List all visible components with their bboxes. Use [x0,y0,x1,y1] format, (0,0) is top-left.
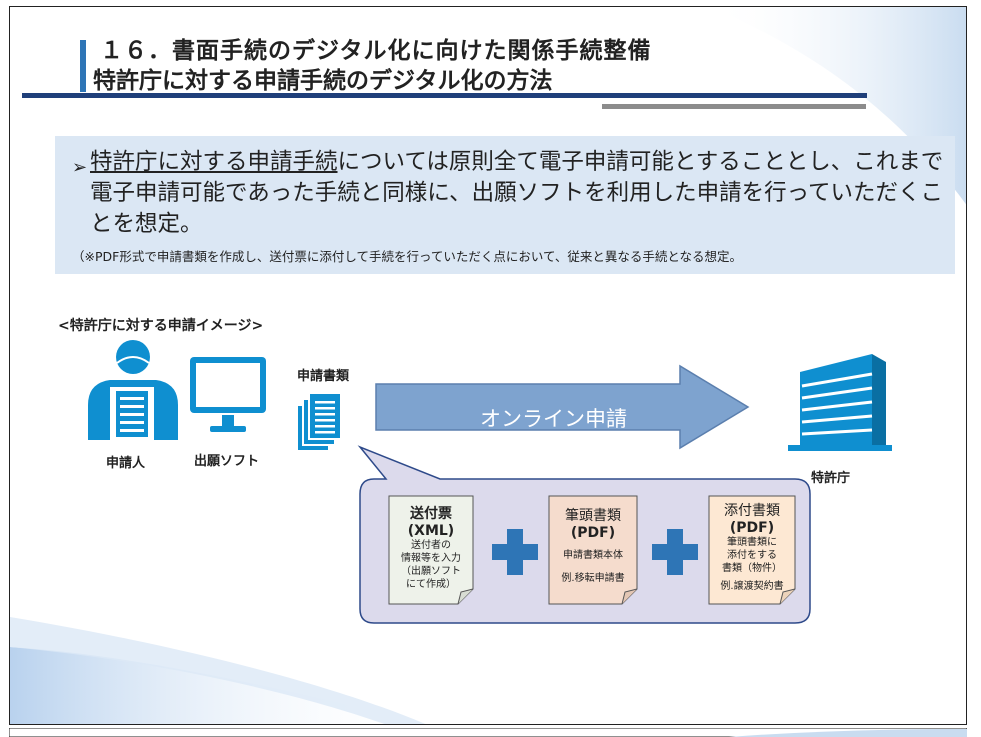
background-swoosh-decoration [10,7,966,724]
doc1-title: 送付票 [410,506,452,522]
documents-label: 申請書類 [297,369,350,384]
online-application-label: オンライン申請 [480,407,627,431]
documents-icon [296,392,342,452]
doc1-line: 情報等を入力 [401,553,461,564]
page-subtitle: 特許庁に対する申請手続のデジタル化の方法 [93,68,553,94]
patent-office-building-icon [788,354,892,451]
software-label: 出願ソフト [194,454,260,469]
doc1-card: 送付票 (XML) 送付者の 情報等を入力 （出願ソフト にて作成） [388,503,474,591]
doc3-line: 書類（物件） [722,563,782,574]
doc3-line: 筆頭書類に [727,537,777,548]
summary-box [55,136,955,274]
doc3-line: 添付をする [727,550,777,561]
applicant-label: 申請人 [106,456,146,471]
summary-rest: については原則全て電子申請可能とすることとし、これまで電子申請可能であった手続と… [90,149,944,237]
title-rule-gray [602,104,866,109]
next-slide-edge [9,728,967,737]
doc2-line: 例.移転申請書 [561,573,625,584]
doc3-card: 添付書類 (PDF) 筆頭書類に 添付をする 書類（物件） 例.譲渡契約書 [708,500,796,593]
doc3-card-shape [708,495,796,605]
summary-underlined: 特許庁に対する申請手続 [90,149,338,175]
diagram-caption: <特許庁に対する申請イメージ> [58,318,264,334]
page-title: １６．書面手続のデジタル化に向けた関係手続整備 [100,38,652,64]
doc1-line: にて作成） [406,579,456,590]
plus-icon [492,529,538,575]
summary-note: （※PDF形式で申請書類を作成し、送付票に添付して手続を行っていただく点において… [72,249,742,264]
monitor-icon [190,357,266,432]
doc2-format: (PDF) [570,525,616,541]
online-application-arrow [375,364,750,450]
title-rule-blue [22,93,867,98]
title-accent-bar [80,40,86,92]
doc1-card-shape [388,495,474,605]
patent-office-label: 特許庁 [811,471,851,486]
doc1-line: （出願ソフト [401,566,461,577]
doc2-line: 申請書類本体 [563,550,623,561]
doc2-card: 筆頭書類 (PDF) 申請書類本体 例.移転申請書 [548,505,638,585]
doc2-card-shape [548,495,638,605]
doc2-title: 筆頭書類 [565,508,621,524]
doc1-line: 送付者の [411,540,451,551]
applicant-person-icon [88,340,178,441]
doc3-title: 添付書類 [724,503,780,519]
documents-callout [357,445,811,624]
doc1-format: (XML) [407,523,455,539]
summary-text: 特許庁に対する申請手続については原則全て電子申請可能とすることとし、これまで電子… [90,147,948,240]
plus-icon [652,529,698,575]
slide: １６．書面手続のデジタル化に向けた関係手続整備 特許庁に対する申請手続のデジタル… [9,6,967,725]
doc3-format: (PDF) [729,520,775,536]
bullet-arrow-icon: ➢ [72,157,88,178]
doc3-line: 例.譲渡契約書 [720,581,784,592]
